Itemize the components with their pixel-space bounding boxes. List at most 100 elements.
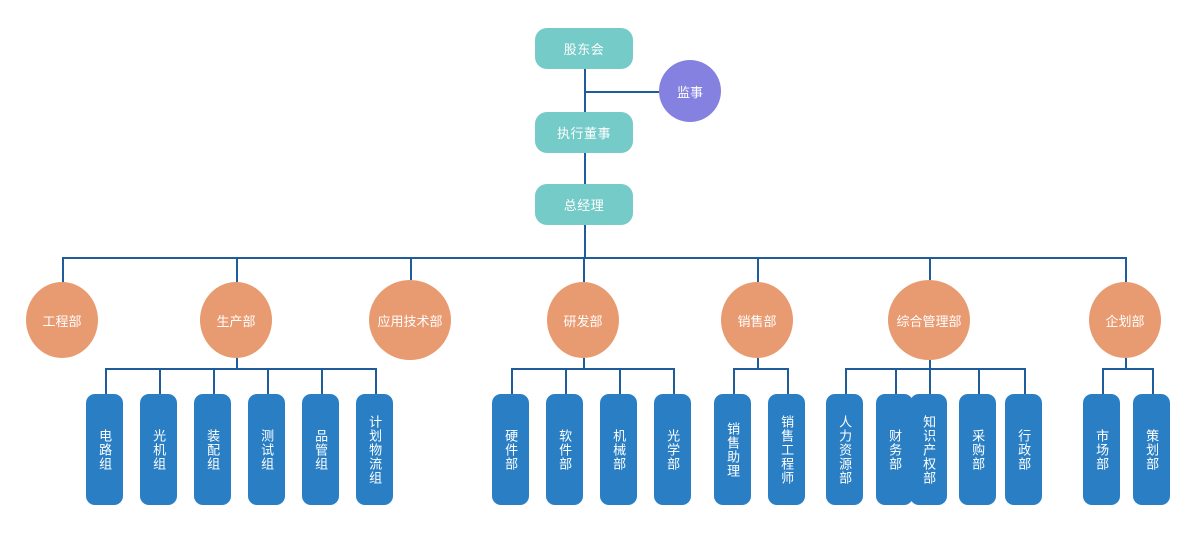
node-label: 销售助理 xyxy=(725,421,741,478)
connector-subbus-to-hardware-dept xyxy=(510,368,513,394)
node-label: 知识产权部 xyxy=(921,414,937,485)
connector-subbus-to-sales-engineer xyxy=(786,368,789,394)
node-assembly-group[interactable]: 装配组 xyxy=(194,394,231,505)
node-label: 综合管理部 xyxy=(896,313,962,329)
connector-supervisor-branch xyxy=(584,91,659,93)
connector-subbus-to-intellectual-property-dept xyxy=(928,368,931,394)
node-administration-dept[interactable]: 行政部 xyxy=(1005,394,1042,505)
node-research-development[interactable]: 研发部 xyxy=(547,282,619,358)
connector-subbus-to-sales-assistant xyxy=(732,368,735,394)
node-label: 销售工程师 xyxy=(779,414,795,485)
connector-general-management-to-subbus xyxy=(929,360,931,368)
node-label: 硬件部 xyxy=(503,428,519,471)
node-label: 光学部 xyxy=(665,428,681,471)
node-label: 光机组 xyxy=(151,428,167,471)
node-label: 工程部 xyxy=(42,313,82,329)
node-finance-dept[interactable]: 财务部 xyxy=(876,394,913,505)
node-label: 软件部 xyxy=(557,428,573,471)
node-label: 生产部 xyxy=(216,313,256,329)
node-planning-logistics-group[interactable]: 计划物流组 xyxy=(356,394,393,505)
connector-bus-to-general-management xyxy=(929,257,931,280)
node-intellectual-property-dept[interactable]: 知识产权部 xyxy=(910,394,947,505)
subbus-production xyxy=(104,368,375,370)
subbus-general-management xyxy=(844,368,1024,370)
connector-subbus-to-optics-dept xyxy=(672,368,675,394)
node-label: 执行董事 xyxy=(556,126,611,141)
node-circuit-group[interactable]: 电路组 xyxy=(86,394,123,505)
node-planning[interactable]: 企划部 xyxy=(1089,282,1161,358)
connector-subbus-to-testing-group xyxy=(266,368,269,394)
node-engineering[interactable]: 工程部 xyxy=(26,282,98,358)
trunk-director-to-manager xyxy=(584,153,586,184)
connector-bus-to-engineering xyxy=(62,257,64,282)
connector-bus-to-production xyxy=(236,257,238,282)
node-sales-assistant[interactable]: 销售助理 xyxy=(714,394,751,505)
node-hardware-dept[interactable]: 硬件部 xyxy=(492,394,529,505)
connector-bus-to-research-development xyxy=(583,257,585,282)
node-application-technology[interactable]: 应用技术部 xyxy=(369,280,451,360)
node-optomechanical-group[interactable]: 光机组 xyxy=(140,394,177,505)
connector-bus-to-application-technology xyxy=(410,257,412,280)
node-label: 人力资源部 xyxy=(837,414,853,485)
node-label: 装配组 xyxy=(205,428,221,471)
connector-bus-to-planning xyxy=(1125,257,1127,282)
node-label: 股东会 xyxy=(563,42,605,57)
node-human-resources-dept[interactable]: 人力资源部 xyxy=(826,394,863,505)
node-quality-control-group[interactable]: 品管组 xyxy=(302,394,339,505)
node-label: 采购部 xyxy=(970,428,986,471)
node-general-manager[interactable]: 总经理 xyxy=(535,184,633,225)
node-marketing-dept[interactable]: 市场部 xyxy=(1083,394,1120,505)
connector-subbus-to-procurement-dept xyxy=(977,368,980,394)
connector-research-development-to-subbus xyxy=(583,358,585,368)
node-label: 机械部 xyxy=(611,428,627,471)
trunk-shareholders-to-director xyxy=(584,69,586,112)
node-label: 总经理 xyxy=(563,198,605,213)
node-label: 计划物流组 xyxy=(367,414,383,485)
node-label: 销售部 xyxy=(737,313,777,329)
node-sales-engineer[interactable]: 销售工程师 xyxy=(768,394,805,505)
connector-subbus-to-optomechanical-group xyxy=(158,368,161,394)
node-production[interactable]: 生产部 xyxy=(200,282,272,358)
connector-subbus-to-administration-dept xyxy=(1023,368,1026,394)
node-label: 应用技术部 xyxy=(377,313,443,329)
connector-subbus-to-marketing-dept xyxy=(1101,368,1104,394)
connector-subbus-to-planning-logistics-group xyxy=(374,368,377,394)
node-label: 品管组 xyxy=(313,428,329,471)
connector-planning-to-subbus xyxy=(1125,358,1127,368)
node-label: 财务部 xyxy=(887,428,903,471)
connector-subbus-to-quality-control-group xyxy=(320,368,323,394)
node-strategy-dept[interactable]: 策划部 xyxy=(1133,394,1170,505)
main-department-bus xyxy=(62,257,1125,259)
node-label: 监事 xyxy=(676,84,703,100)
node-executive-director[interactable]: 执行董事 xyxy=(535,112,633,153)
connector-production-to-subbus xyxy=(236,358,238,368)
trunk-manager-to-bus xyxy=(584,225,586,257)
node-general-management[interactable]: 综合管理部 xyxy=(888,280,970,360)
node-software-dept[interactable]: 软件部 xyxy=(546,394,583,505)
node-label: 市场部 xyxy=(1094,428,1110,471)
node-procurement-dept[interactable]: 采购部 xyxy=(959,394,996,505)
connector-subbus-to-circuit-group xyxy=(104,368,107,394)
connector-subbus-to-strategy-dept xyxy=(1151,368,1154,394)
connector-subbus-to-finance-dept xyxy=(894,368,897,394)
node-label: 测试组 xyxy=(259,428,275,471)
connector-subbus-to-software-dept xyxy=(564,368,567,394)
connector-bus-to-sales xyxy=(757,257,759,282)
node-shareholders[interactable]: 股东会 xyxy=(535,28,633,69)
node-optics-dept[interactable]: 光学部 xyxy=(654,394,691,505)
node-label: 策划部 xyxy=(1144,428,1160,471)
connector-subbus-to-human-resources-dept xyxy=(844,368,847,394)
node-label: 研发部 xyxy=(563,313,603,329)
node-sales[interactable]: 销售部 xyxy=(721,282,793,358)
node-label: 电路组 xyxy=(97,428,113,471)
node-testing-group[interactable]: 测试组 xyxy=(248,394,285,505)
node-mechanical-dept[interactable]: 机械部 xyxy=(600,394,637,505)
subbus-research-development xyxy=(510,368,673,370)
connector-subbus-to-mechanical-dept xyxy=(618,368,621,394)
node-supervisor[interactable]: 监事 xyxy=(659,60,721,122)
connector-sales-to-subbus xyxy=(757,358,759,368)
node-label: 行政部 xyxy=(1016,428,1032,471)
subbus-planning xyxy=(1101,368,1152,370)
subbus-sales xyxy=(732,368,787,370)
